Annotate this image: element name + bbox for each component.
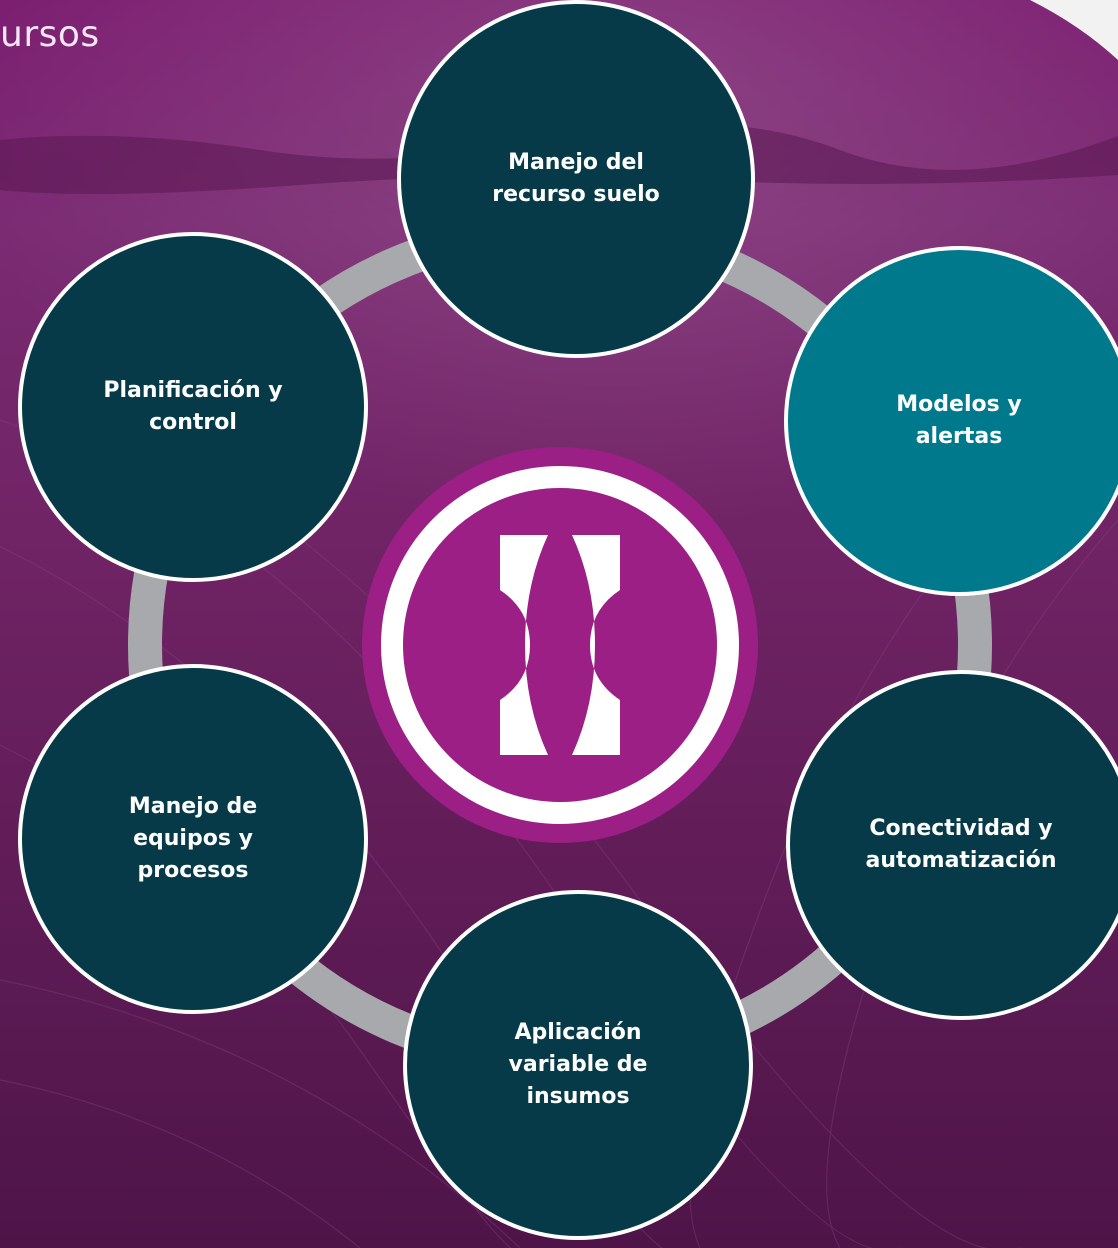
corner-accent-shape — [1030, 0, 1118, 60]
node-label: Modelos y alertas — [896, 392, 1022, 449]
node-aplicacion-variable-insumos: Aplicación variable de insumos — [403, 890, 753, 1240]
node-label: Planificación y control — [103, 378, 283, 435]
node-manejo-recurso-suelo: Manejo del recurso suelo — [397, 0, 755, 358]
node-label: Aplicación variable de insumos — [508, 1020, 648, 1109]
page-title-fragment: ursos — [0, 14, 100, 55]
logo-left-arc — [500, 535, 548, 755]
node-label: Manejo de equipos y procesos — [128, 794, 258, 883]
node-planificacion-control: Planificación y control — [18, 232, 368, 582]
node-manejo-equipos-procesos: Manejo de equipos y procesos — [18, 664, 368, 1014]
node-modelos-alertas: Modelos y alertas — [784, 246, 1118, 596]
logo-white-ring — [381, 466, 739, 824]
node-label: Manejo del recurso suelo — [492, 150, 660, 207]
node-conectividad-automatizacion: Conectividad y automatización — [786, 670, 1118, 1020]
logo-right-arc — [572, 535, 620, 755]
center-logo — [360, 445, 760, 845]
crossed-arcs-logo-icon — [362, 447, 758, 843]
logo-outer-disc — [362, 447, 758, 843]
node-label: Conectividad y automatización — [865, 816, 1057, 873]
